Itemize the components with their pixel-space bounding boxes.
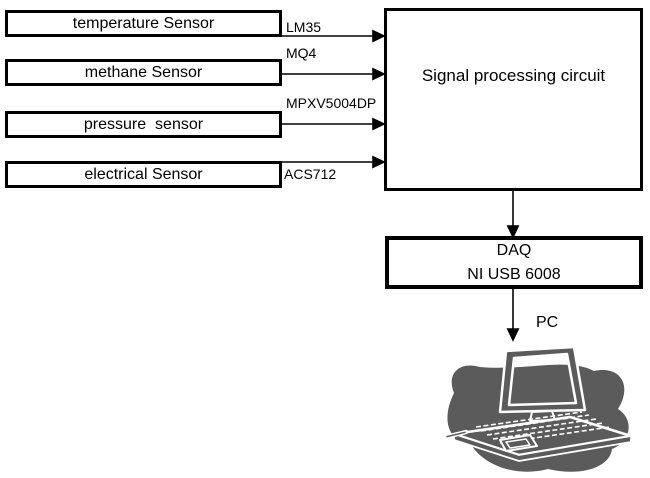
daq-label-line2: NI USB 6008 [467, 265, 561, 283]
daq-box: DAQ NI USB 6008 [385, 236, 643, 289]
pc-label: PC [536, 314, 559, 331]
sensor-box-temperature: temperature Sensor [5, 10, 282, 37]
signal-processing-box: Signal processing circuit [384, 8, 643, 191]
sensor-box-electrical-label: electrical Sensor [84, 165, 203, 183]
laptop-computer-icon [443, 345, 633, 472]
sensor-box-electrical: electrical Sensor [5, 161, 282, 188]
connector-temperature-arrowhead-icon [372, 29, 386, 43]
sensor-box-methane-label: methane Sensor [84, 63, 203, 81]
sensor-box-pressure: pressure sensor [5, 111, 282, 138]
chip-label-mq4: MQ4 [286, 45, 317, 61]
daq-label-line1: DAQ [496, 242, 532, 260]
laptop-base-edge [453, 433, 632, 462]
connector-pressure-arrowhead-icon [372, 117, 386, 131]
chip-label-mpxv5004dp: MPXV5004DP [286, 95, 377, 111]
connector-electrical-arrowhead-icon [372, 155, 386, 169]
laptop-stylus-core [446, 431, 466, 438]
chip-label-acs712: ACS712 [284, 166, 337, 182]
laptop-touchpad-inner [505, 438, 531, 449]
sensor-box-methane: methane Sensor [5, 59, 282, 86]
connector-methane-arrowhead-icon [372, 67, 386, 81]
sensor-box-temperature-label: temperature Sensor [72, 14, 215, 32]
connector-daq-to-pc-arrowhead-icon [506, 328, 520, 342]
sensor-box-pressure-label: pressure sensor [83, 115, 204, 133]
signal-processing-label: Signal processing circuit [421, 66, 606, 85]
chip-label-lm35: LM35 [286, 19, 322, 35]
laptop-screen-frame [498, 345, 587, 414]
